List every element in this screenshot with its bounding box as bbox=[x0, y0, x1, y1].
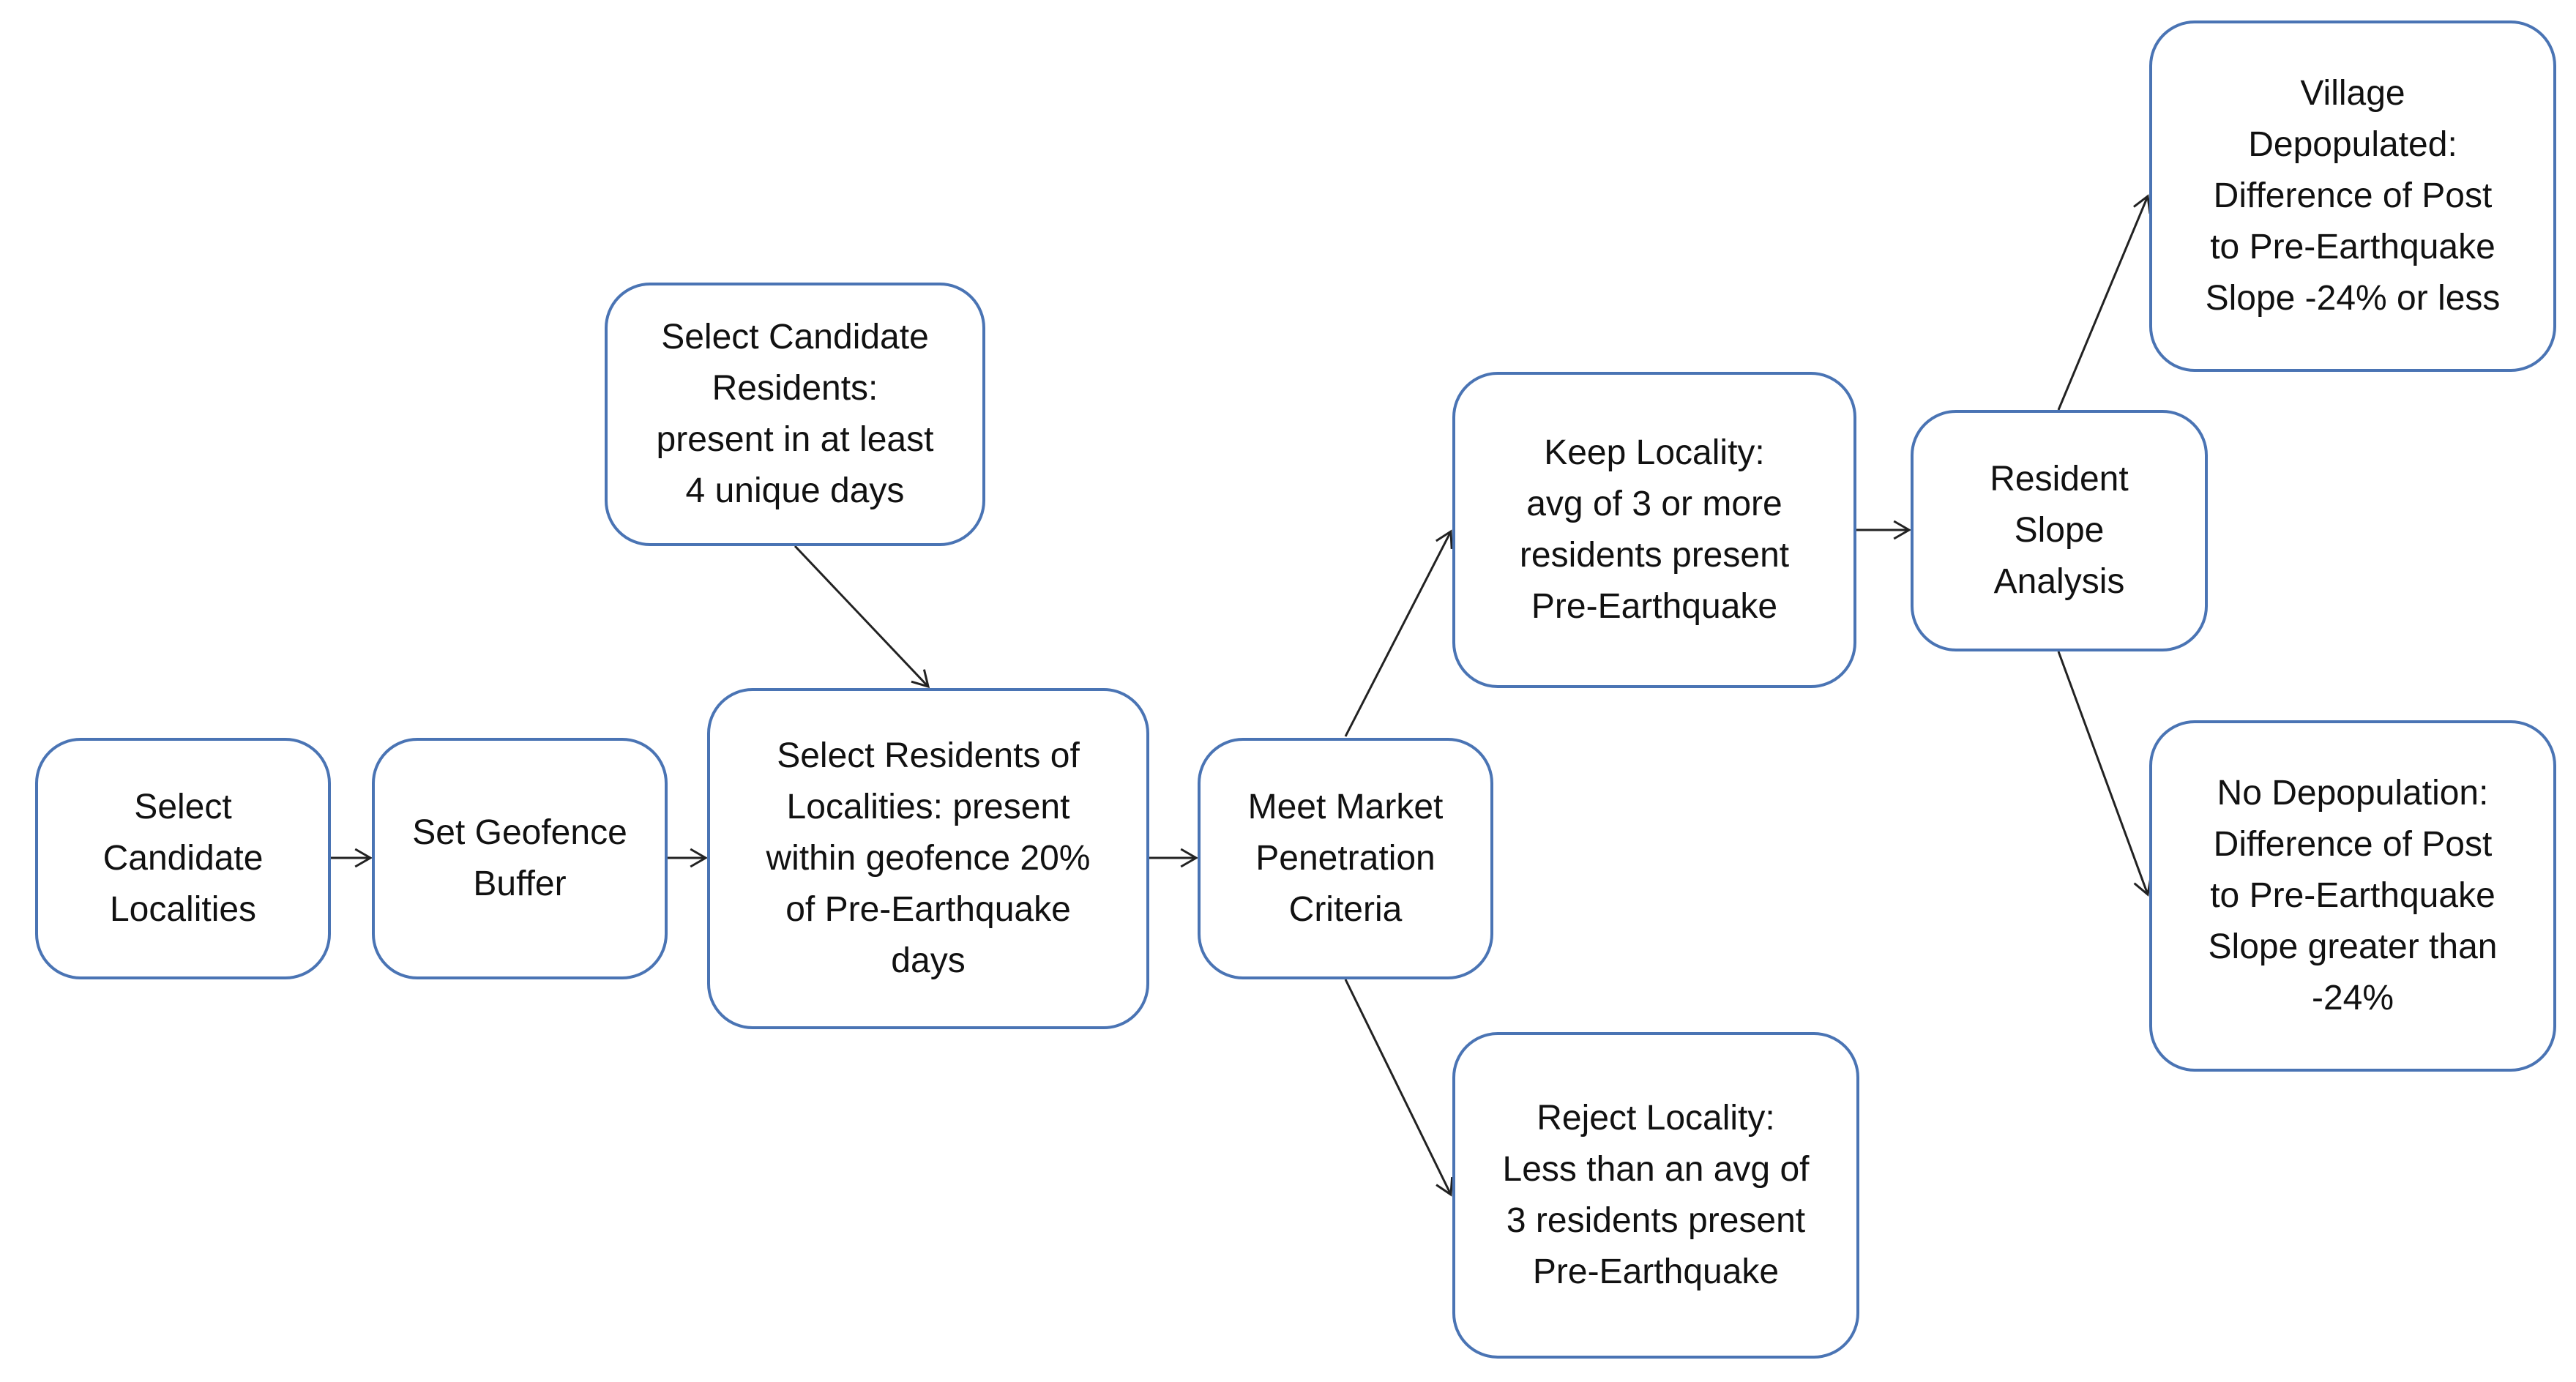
meet-market-penetration-criteria-text: Meet Market Penetration Criteria bbox=[1247, 788, 1444, 929]
set-geofence-buffer-text: Set Geofence Buffer bbox=[412, 813, 627, 903]
arrowhead bbox=[690, 848, 708, 868]
arrow-meet-market-penetration-criteria-to-reject-locality bbox=[1344, 979, 1454, 1197]
arrowhead bbox=[1436, 1176, 1454, 1197]
arrow-shaft bbox=[794, 545, 930, 688]
select-candidate-localities-text: Select Candidate Localities bbox=[102, 788, 264, 929]
arrow-meet-market-penetration-criteria-to-keep-locality bbox=[1344, 529, 1453, 737]
arrowhead bbox=[1893, 520, 1912, 540]
select-candidate-residents-box: Select Candidate Residents: present in a… bbox=[605, 283, 985, 546]
keep-locality-box: Keep Locality: avg of 3 or more resident… bbox=[1452, 372, 1856, 688]
select-candidate-localities-box: Select Candidate Localities bbox=[35, 738, 331, 979]
arrowhead bbox=[911, 669, 930, 689]
reject-locality-text: Reject Locality: Less than an avg of 3 r… bbox=[1502, 1099, 1810, 1291]
arrowhead bbox=[354, 848, 373, 868]
arrowhead bbox=[2133, 194, 2151, 214]
village-depopulated-text: Village Depopulated: Difference of Post … bbox=[2205, 74, 2501, 318]
select-residents-of-localities-box: Select Residents of Localities: present … bbox=[707, 688, 1149, 1029]
resident-slope-analysis-text: Resident Slope Analysis bbox=[1990, 460, 2129, 601]
keep-locality-text: Keep Locality: avg of 3 or more resident… bbox=[1519, 433, 1790, 626]
set-geofence-buffer-box: Set Geofence Buffer bbox=[372, 738, 668, 979]
select-candidate-residents-text: Select Candidate Residents: present in a… bbox=[656, 318, 934, 510]
no-depopulation-box: No Depopulation: Difference of Post to P… bbox=[2149, 720, 2556, 1072]
arrow-shaft bbox=[1344, 531, 1452, 737]
arrow-shaft bbox=[1344, 979, 1452, 1195]
arrow-select-candidate-residents-to-select-residents-of-localities bbox=[794, 545, 930, 689]
arrow-select-residents-of-localities-to-meet-market-penetration-criteria bbox=[1149, 848, 1199, 868]
arrow-shaft bbox=[2057, 195, 2149, 411]
village-depopulated-box: Village Depopulated: Difference of Post … bbox=[2149, 20, 2556, 372]
arrowhead bbox=[1436, 529, 1453, 550]
reject-locality-box: Reject Locality: Less than an avg of 3 r… bbox=[1452, 1032, 1859, 1359]
no-depopulation-text: No Depopulation: Difference of Post to P… bbox=[2208, 774, 2498, 1017]
arrow-resident-slope-analysis-to-no-depopulation bbox=[2057, 651, 2152, 897]
meet-market-penetration-criteria-box: Meet Market Penetration Criteria bbox=[1198, 738, 1493, 979]
arrowhead bbox=[2133, 877, 2152, 897]
arrowhead bbox=[1180, 848, 1199, 868]
arrow-keep-locality-to-resident-slope-analysis bbox=[1856, 520, 1912, 540]
resident-slope-analysis-box: Resident Slope Analysis bbox=[1911, 410, 2208, 651]
arrow-resident-slope-analysis-to-village-depopulated bbox=[2057, 194, 2151, 411]
arrow-select-candidate-localities-to-set-geofence-buffer bbox=[331, 848, 373, 868]
select-residents-of-localities-text: Select Residents of Localities: present … bbox=[766, 736, 1091, 980]
arrow-shaft bbox=[2057, 651, 2149, 895]
arrow-set-geofence-buffer-to-select-residents-of-localities bbox=[668, 848, 708, 868]
